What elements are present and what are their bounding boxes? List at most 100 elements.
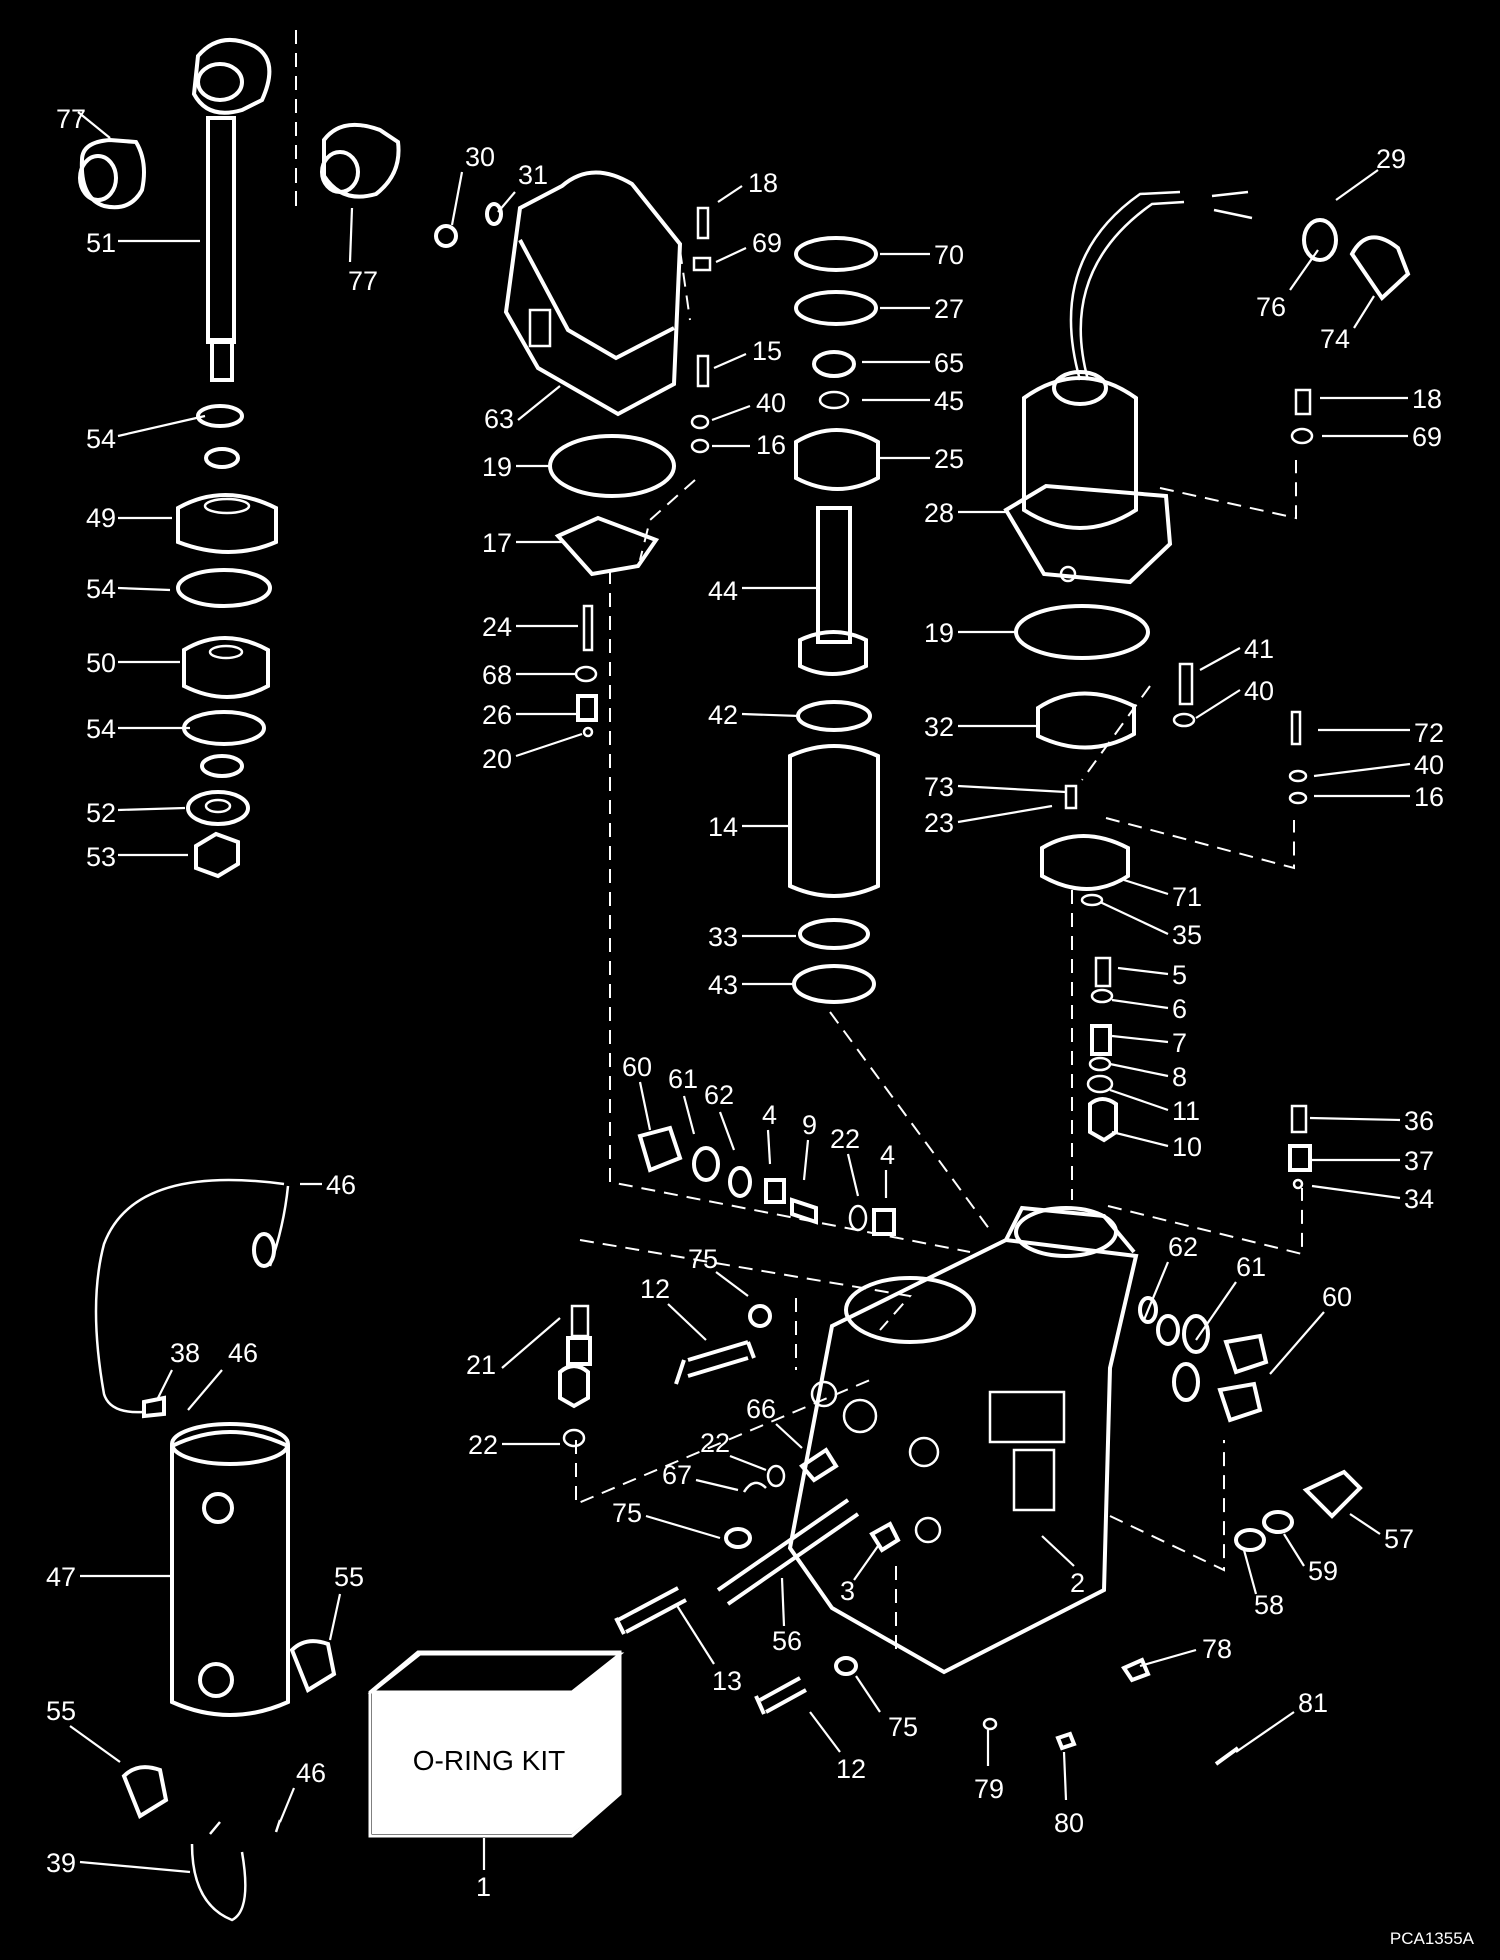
leader-line-c8 <box>1109 1062 1169 1078</box>
callout-c75b: 75 <box>612 1498 642 1528</box>
callout-c56: 56 <box>772 1626 802 1656</box>
callout-c12b: 12 <box>836 1754 866 1784</box>
callout-c54c: 54 <box>86 714 116 744</box>
leader-line-c40a <box>711 404 751 422</box>
leader-line-c46b <box>187 1369 223 1411</box>
callout-c66: 66 <box>746 1394 776 1424</box>
callout-c13: 13 <box>712 1666 742 1696</box>
callout-c81: 81 <box>1298 1688 1328 1718</box>
callout-c59: 59 <box>1308 1556 1338 1586</box>
leader-line-c9 <box>802 1139 810 1181</box>
callout-c62a: 62 <box>704 1080 734 1110</box>
callout-c72: 72 <box>1414 718 1444 748</box>
callout-c69a: 69 <box>752 228 782 258</box>
leader-line-c3 <box>853 1545 879 1581</box>
callout-c10: 10 <box>1172 1132 1202 1162</box>
callout-c25: 25 <box>934 444 964 474</box>
callout-c49: 49 <box>86 503 116 533</box>
leader-line-c20 <box>515 732 583 758</box>
callout-c42: 42 <box>708 700 738 730</box>
leader-line-c66 <box>775 1423 803 1449</box>
callout-c75c: 75 <box>888 1712 918 1742</box>
callout-c32: 32 <box>924 712 954 742</box>
callout-c5: 5 <box>1172 960 1187 990</box>
leader-line-c12a <box>667 1303 707 1341</box>
callout-c40a: 40 <box>756 388 786 418</box>
callout-c68: 68 <box>482 660 512 690</box>
pump-body <box>787 1205 1139 1675</box>
callout-c14: 14 <box>708 812 738 842</box>
leader-line-c42 <box>741 712 801 718</box>
callout-c54b: 54 <box>86 574 116 604</box>
leader-line-c71 <box>1123 878 1169 896</box>
leader-line-c29 <box>1335 169 1379 201</box>
leader-line-c38 <box>157 1369 173 1399</box>
callout-c22c: 22 <box>700 1428 730 1458</box>
callout-c12a: 12 <box>640 1274 670 1304</box>
leader-line-c54b <box>117 586 171 592</box>
callout-c16b: 16 <box>1414 782 1444 812</box>
callout-c52: 52 <box>86 798 116 828</box>
leader-line-c52 <box>117 806 186 812</box>
callout-c22b: 22 <box>468 1430 498 1460</box>
callout-c31: 31 <box>518 160 548 190</box>
leader-line-c18a <box>717 185 743 203</box>
leader-line-c41 <box>1199 647 1241 671</box>
leader-line-c7 <box>1111 1034 1169 1044</box>
callout-c57: 57 <box>1384 1524 1414 1554</box>
callout-c45: 45 <box>934 386 964 416</box>
leader-line-c61a <box>682 1095 696 1135</box>
leader-line-c61b <box>1195 1281 1237 1341</box>
callout-c18b: 18 <box>1412 384 1442 414</box>
callout-c20: 20 <box>482 744 512 774</box>
callout-c40b: 40 <box>1244 676 1274 706</box>
callout-c53: 53 <box>86 842 116 872</box>
callout-c33: 33 <box>708 922 738 952</box>
leader-line-c55a <box>328 1593 342 1641</box>
leader-line-c57 <box>1349 1513 1381 1535</box>
callout-c61a: 61 <box>668 1064 698 1094</box>
callout-c51: 51 <box>86 228 116 258</box>
callout-c7: 7 <box>1172 1028 1187 1058</box>
leader-line-c55b <box>69 1725 121 1763</box>
callout-c19b: 19 <box>924 618 954 648</box>
callout-c9: 9 <box>802 1110 817 1140</box>
leader-line-c67 <box>695 1478 739 1492</box>
leader-line-c60a <box>638 1081 652 1131</box>
leader-line-c81 <box>1235 1711 1295 1753</box>
motor-cover-group <box>434 170 712 738</box>
leader-line-c56 <box>780 1577 786 1627</box>
leader-line-c74 <box>1353 295 1375 329</box>
leader-line-c34 <box>1311 1184 1401 1200</box>
callout-c46c: 46 <box>296 1758 326 1788</box>
callout-c37: 37 <box>1404 1146 1434 1176</box>
leader-line-c5 <box>1117 966 1169 976</box>
callout-c28: 28 <box>924 498 954 528</box>
callout-c67: 67 <box>662 1460 692 1490</box>
callout-c63: 63 <box>484 404 514 434</box>
callout-c22a: 22 <box>830 1124 860 1154</box>
kit-label: O-RING KIT <box>413 1745 565 1776</box>
leader-line-c76 <box>1289 249 1319 291</box>
callout-c60b: 60 <box>1322 1282 1352 1312</box>
leader-line-c40c <box>1313 762 1411 778</box>
leader-line-c36 <box>1309 1116 1401 1122</box>
callout-c61b: 61 <box>1236 1252 1266 1282</box>
callout-c16a: 16 <box>756 430 786 460</box>
leader-line-c12b <box>809 1711 841 1753</box>
callout-c11: 11 <box>1172 1096 1200 1126</box>
leader-line-c54a <box>117 414 206 438</box>
callout-c71: 71 <box>1172 882 1202 912</box>
callout-c69b: 69 <box>1412 422 1442 452</box>
callout-c34: 34 <box>1404 1184 1434 1214</box>
callout-c78: 78 <box>1202 1634 1232 1664</box>
callout-c77b: 77 <box>348 266 378 296</box>
leader-line-c73 <box>957 784 1067 794</box>
callout-c50: 50 <box>86 648 116 678</box>
callout-c8: 8 <box>1172 1062 1187 1092</box>
leader-line-c46c <box>278 1787 296 1823</box>
callout-c23: 23 <box>924 808 954 838</box>
callout-c80: 80 <box>1054 1808 1084 1838</box>
callout-c46a: 46 <box>326 1170 356 1200</box>
callout-c29: 29 <box>1376 144 1406 174</box>
